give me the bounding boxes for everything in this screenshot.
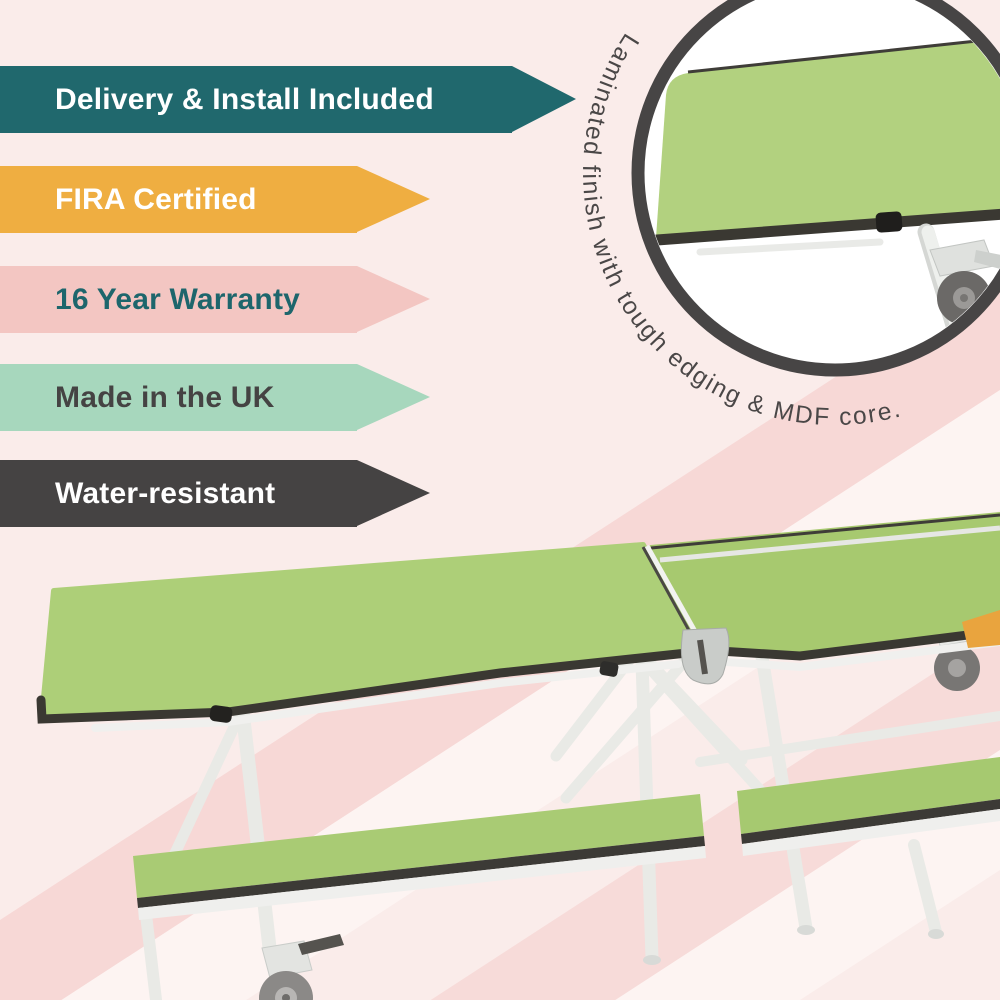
feature-banner-made-in-uk: Made in the UK [0,364,430,431]
leg-feet [643,925,944,965]
feature-banner-fira-certified: FIRA Certified [0,166,430,233]
bench-right [737,757,1000,856]
table-catch-knob-left [209,705,233,723]
zoom-inset [631,0,1000,377]
caster-wheel-left [259,934,344,1000]
feature-banner-water-resistant: Water-resistant [0,460,430,527]
banner-arrow-icon [357,460,430,526]
tabletop-right [648,512,1000,672]
banner-arrow-icon [357,166,430,232]
hinge-yellow-bracket [962,610,1000,648]
banner-arrow-icon [512,66,576,132]
zoom-inset-photo [651,36,1000,341]
feature-banner-label: Water-resistant [55,476,276,510]
feature-banner-label: 16 Year Warranty [55,282,301,316]
feature-banner-label: Made in the UK [55,380,275,414]
table-catch-knob-centre [599,661,619,677]
banner-arrow-icon [357,266,430,332]
feature-banner-warranty: 16 Year Warranty [0,266,430,333]
folding-hinge [641,544,730,685]
feature-banner-label: FIRA Certified [55,182,257,216]
bench-left [133,794,706,920]
feature-banner-delivery-install: Delivery & Install Included [0,66,576,133]
banner-arrow-icon [357,364,430,430]
feature-banner-label: Delivery & Install Included [55,82,434,116]
